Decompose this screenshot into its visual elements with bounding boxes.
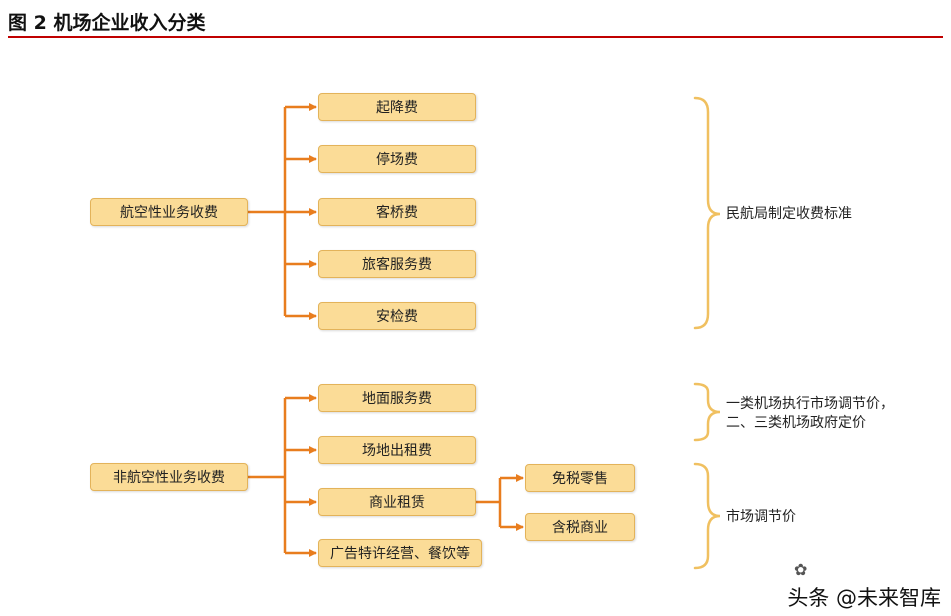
nonaero-note-2: 市场调节价 — [726, 509, 796, 525]
nonaero-sub-duty-free: 免税零售 — [525, 464, 635, 492]
nonaero-note-1-line-1: 一类机场执行市场调节价， — [726, 396, 894, 412]
nonaero-item-ground-service: 地面服务费 — [318, 384, 476, 412]
figure-title: 图 2 机场企业收入分类 — [8, 12, 206, 34]
nonaero-sub-taxed-commercial: 含税商业 — [525, 513, 635, 541]
nonaero-item-advertising: 广告特许经营、餐饮等 — [318, 539, 482, 567]
nonaero-root-box: 非航空性业务收费 — [90, 463, 248, 491]
nonaero-item-site-rental: 场地出租费 — [318, 436, 476, 464]
nonaero-note-1-line-2: 二、三类机场政府定价 — [726, 415, 866, 431]
wechat-icon: ✿ — [794, 560, 808, 579]
nonaero-connectors — [248, 394, 524, 557]
aero-connectors — [248, 103, 317, 320]
bracket-aero — [693, 96, 721, 330]
watermark: 头条 @未来智库 — [787, 586, 941, 610]
title-rule — [8, 36, 943, 38]
aero-item-passenger-service: 旅客服务费 — [318, 250, 476, 278]
bracket-nonaero-2 — [693, 462, 721, 570]
aero-root-box: 航空性业务收费 — [90, 198, 248, 226]
bracket-nonaero-1 — [693, 382, 721, 442]
aero-note: 民航局制定收费标准 — [726, 206, 852, 222]
aero-item-parking: 停场费 — [318, 145, 476, 173]
aero-item-security: 安检费 — [318, 302, 476, 330]
aero-item-takeoff-landing: 起降费 — [318, 93, 476, 121]
nonaero-item-commercial-lease: 商业租赁 — [318, 488, 476, 516]
aero-item-bridge: 客桥费 — [318, 198, 476, 226]
